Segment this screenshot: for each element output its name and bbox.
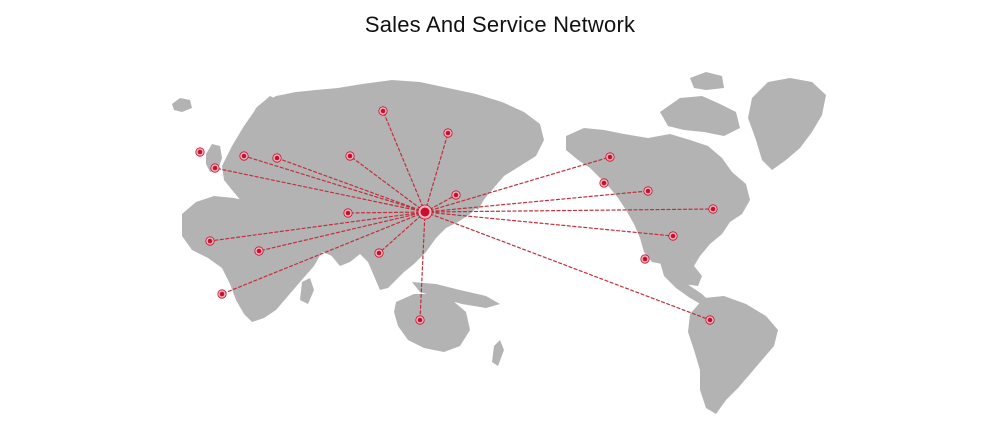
landmass-southeast-asia-islands: [412, 282, 500, 308]
location-dot-icon-15-dot: [607, 154, 613, 160]
location-dot-icon-20: [640, 254, 650, 264]
landmass-south-america: [688, 296, 778, 414]
location-dot-icon-18: [708, 204, 718, 214]
location-dot-icon-11-dot: [256, 248, 262, 254]
location-dot-icon-9-dot: [345, 210, 351, 216]
location-dot-icon-10: [205, 236, 215, 246]
location-dot-icon-4: [345, 151, 355, 161]
hub-dot-icon: [417, 204, 433, 220]
location-dot-icon-1-dot: [197, 149, 203, 155]
location-dot-icon-12-dot: [376, 250, 382, 256]
location-dot-icon-3-dot: [274, 155, 280, 161]
location-dot-icon-15: [605, 152, 615, 162]
route-line-13: [419, 211, 426, 321]
location-dot-icon-6: [443, 128, 453, 138]
location-dot-icon-18-dot: [710, 206, 716, 212]
landmass-madagascar: [300, 278, 314, 304]
route-line-4: [382, 110, 426, 213]
location-dot-icon-16: [599, 178, 609, 188]
location-dot-icon-14-dot: [417, 317, 423, 323]
location-dot-icon-21-dot: [707, 317, 713, 323]
route-line-8: [347, 211, 426, 214]
location-dot-icon-1: [195, 147, 205, 157]
location-dot-icon-11: [254, 246, 264, 256]
routes-layer: [209, 110, 714, 321]
land-layer: [172, 72, 826, 414]
route-line-9: [209, 211, 426, 242]
location-dot-icon-17: [643, 186, 653, 196]
location-dot-icon-19: [668, 231, 678, 241]
landmass-arctic-island-small: [690, 72, 724, 90]
route-line-5: [424, 132, 449, 213]
location-dot-icon-6-dot: [445, 130, 451, 136]
route-line-2: [276, 157, 426, 213]
location-dot-icon-12: [374, 248, 384, 258]
location-dot-icon-2: [239, 151, 249, 161]
location-dot-icon-7: [210, 163, 220, 173]
route-line-17: [424, 211, 674, 237]
location-dot-icon-8-dot: [453, 192, 459, 198]
route-line-16: [424, 208, 714, 213]
landmass-arctic-islands: [660, 96, 740, 136]
location-dot-icon-14: [415, 315, 425, 325]
location-dot-icon-13-dot: [219, 291, 225, 297]
location-dot-icon-13: [217, 289, 227, 299]
route-line-3: [349, 155, 426, 213]
landmass-japan: [472, 172, 490, 210]
markers-layer: [195, 106, 718, 325]
landmass-new-zealand: [492, 340, 504, 366]
location-dot-icon-10-dot: [207, 238, 213, 244]
location-dot-icon-7-dot: [212, 165, 218, 171]
route-line-18: [424, 211, 711, 321]
location-dot-icon-2-dot: [241, 153, 247, 159]
landmass-iceland: [172, 98, 192, 112]
location-dot-icon-16-dot: [601, 180, 607, 186]
location-dot-icon-4-dot: [347, 153, 353, 159]
location-dot-icon-20-dot: [642, 256, 648, 262]
route-line-14: [424, 156, 611, 213]
location-dot-icon-5-dot: [380, 108, 386, 114]
route-line-15: [424, 190, 649, 213]
landmass-greenland: [748, 78, 826, 170]
route-line-12: [221, 211, 426, 295]
landmass-africa: [182, 196, 322, 322]
landmass-australia: [394, 294, 470, 352]
route-line-10: [258, 211, 426, 252]
route-line-1: [243, 155, 426, 213]
hub-dot-icon-dot: [420, 207, 430, 217]
location-dot-icon-19-dot: [670, 233, 676, 239]
route-line-11: [378, 211, 426, 254]
page-title: Sales And Service Network: [364, 12, 636, 37]
location-dot-icon-21: [705, 315, 715, 325]
landmass-north-america: [566, 128, 750, 286]
location-dot-icon-8: [451, 190, 461, 200]
location-dot-icon-17-dot: [645, 188, 651, 194]
location-dot-icon-3: [272, 153, 282, 163]
landmass-scandinavia: [246, 96, 282, 140]
location-dot-icon-9: [343, 208, 353, 218]
location-dot-icon-5: [378, 106, 388, 116]
landmass-eurasia: [222, 80, 544, 290]
landmass-central-america: [660, 262, 710, 306]
route-line-6: [214, 167, 426, 213]
